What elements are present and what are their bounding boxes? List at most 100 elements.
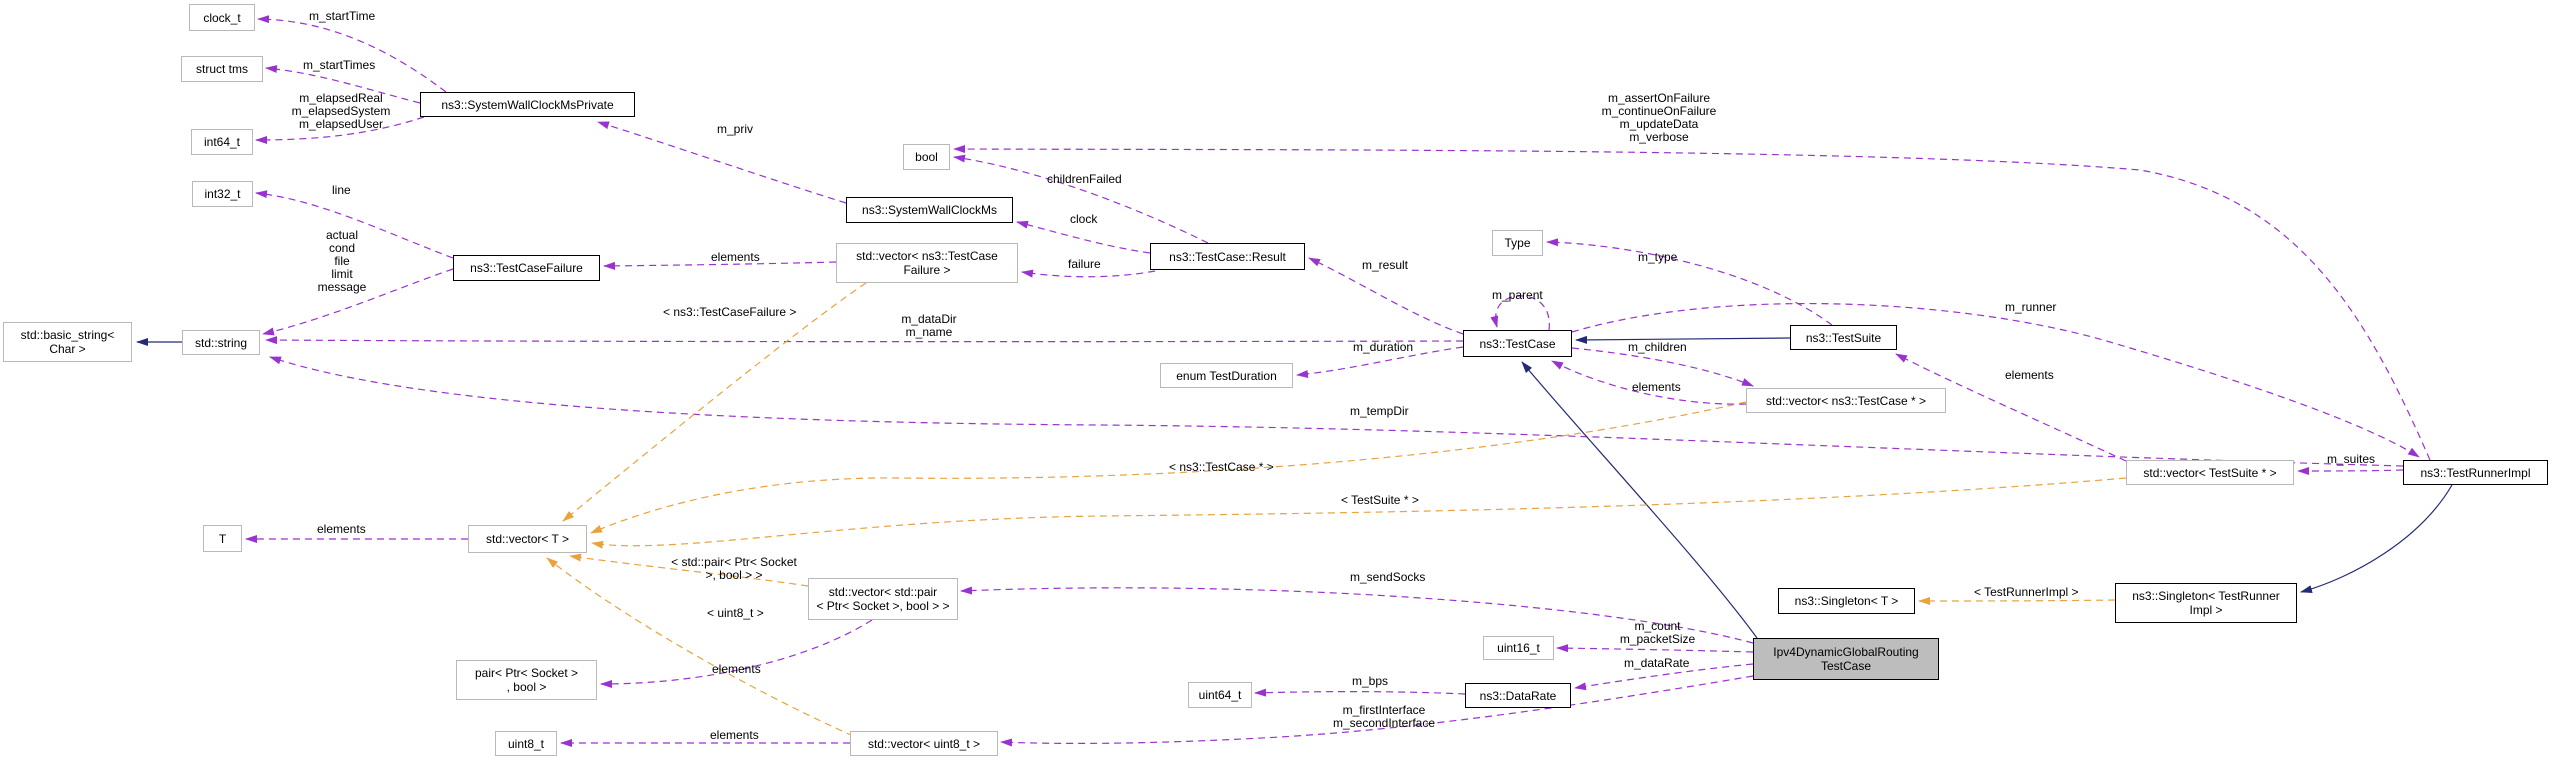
edge-template-uint8: [546, 557, 854, 737]
edge-m-type: [1546, 238, 1833, 326]
node-system-wall-clock-ms[interactable]: ns3::SystemWallClockMs: [846, 197, 1013, 223]
node-singleton-t[interactable]: ns3::Singleton< T >: [1778, 588, 1915, 614]
node-std-basic-string[interactable]: std::basic_string< Char >: [3, 322, 132, 362]
edge-m-dataDir-m-name: [265, 336, 1464, 345]
label-test-case-failure-fields: actual cond file limit message: [317, 228, 367, 294]
node-struct-tms[interactable]: struct tms: [181, 56, 263, 82]
node-test-case-result[interactable]: ns3::TestCase::Result: [1150, 243, 1305, 270]
node-clock-t[interactable]: clock_t: [189, 4, 255, 31]
label-m-startTime: m_startTime: [309, 9, 376, 23]
node-singleton-test-runner-impl[interactable]: ns3::Singleton< TestRunner Impl >: [2115, 583, 2297, 623]
edge-m-result: [1308, 257, 1464, 335]
label-m-parent: m_parent: [1492, 288, 1543, 302]
label-m-dataDir-m-name: m_dataDir m_name: [901, 312, 957, 339]
node-uint64-t[interactable]: uint64_t: [1188, 682, 1252, 708]
label-line: line: [332, 183, 351, 197]
node-test-case-failure[interactable]: ns3::TestCaseFailure: [453, 255, 600, 281]
node-vector-pair-socket-bool[interactable]: std::vector< std::pair < Ptr< Socket >, …: [808, 578, 958, 620]
edge-m-suites: [2297, 466, 2404, 475]
label-m-priv: m_priv: [717, 122, 754, 136]
label-m-children: m_children: [1628, 340, 1687, 354]
label-failure: failure: [1068, 257, 1101, 271]
node-uint8-t[interactable]: uint8_t: [495, 731, 557, 756]
edge-m-tempDir: [269, 356, 2404, 467]
node-vector-test-case-failure[interactable]: std::vector< ns3::TestCase Failure >: [836, 243, 1018, 283]
edge-clock: [1016, 220, 1151, 254]
label-elements-test-case-failure: elements: [711, 250, 760, 264]
edge-m-elapsed: [255, 116, 425, 144]
edge-m-priv: [597, 121, 847, 204]
label-template-test-suite-ptr: < TestSuite * >: [1341, 493, 1419, 507]
label-template-test-case-failure: < ns3::TestCaseFailure >: [663, 305, 797, 319]
edge-m-interfaces: [1000, 675, 1754, 747]
edge-inherit-test-runner-impl: [2300, 484, 2453, 593]
node-bool[interactable]: bool: [903, 144, 950, 170]
edge-elements-suites: [1895, 353, 2127, 462]
edge-m-sendSocks: [960, 586, 1754, 644]
label-m-sendSocks: m_sendSocks: [1350, 570, 1426, 584]
label-m-runner: m_runner: [2005, 300, 2057, 314]
node-t[interactable]: T: [203, 525, 242, 552]
node-uint16-t[interactable]: uint16_t: [1483, 636, 1554, 660]
edge-m-dataRate: [1574, 663, 1754, 691]
node-vector-t[interactable]: std::vector< T >: [468, 525, 587, 553]
edge-elements-children: [1551, 360, 1747, 405]
edge-m-bps: [1254, 688, 1466, 697]
label-m-type: m_type: [1638, 250, 1678, 264]
label-template-pair: < std::pair< Ptr< Socket >, bool > >: [671, 555, 797, 582]
node-type[interactable]: Type: [1492, 230, 1543, 256]
edge-template-test-runner-impl: [1918, 596, 2116, 605]
node-enum-test-duration[interactable]: enum TestDuration: [1160, 363, 1293, 388]
label-childrenFailed: childrenFailed: [1047, 172, 1122, 186]
label-elements-suites: elements: [2005, 368, 2054, 382]
node-pair-socket-bool[interactable]: pair< Ptr< Socket > , bool >: [456, 660, 597, 700]
node-test-suite[interactable]: ns3::TestSuite: [1790, 325, 1897, 350]
edge-template-pair: [569, 553, 809, 587]
label-m-dataRate: m_dataRate: [1624, 656, 1690, 670]
edge-elements-pair: [600, 619, 873, 688]
node-system-wall-clock-ms-private[interactable]: ns3::SystemWallClockMsPrivate: [420, 92, 635, 117]
label-template-test-runner-impl: < TestRunnerImpl >: [1974, 585, 2079, 599]
label-elements-uint8: elements: [710, 728, 759, 742]
edge-failure: [1021, 269, 1156, 278]
edge-test-case-failure-strings: [262, 268, 454, 336]
edge-template-test-suite-ptr: [591, 477, 2127, 549]
node-test-runner-impl[interactable]: ns3::TestRunnerImpl: [2403, 460, 2548, 485]
node-std-string[interactable]: std::string: [182, 330, 260, 355]
edge-m-runner: [1571, 303, 2420, 458]
label-m-elapsed: m_elapsedReal m_elapsedSystem m_elapsedU…: [291, 91, 391, 131]
edge-m-duration: [1296, 346, 1464, 378]
edge-template-test-case-failure: [562, 282, 867, 522]
node-data-rate[interactable]: ns3::DataRate: [1465, 683, 1571, 708]
edge-m-count-m-packetSize: [1556, 644, 1754, 653]
label-elements-children: elements: [1632, 380, 1681, 394]
node-test-case[interactable]: ns3::TestCase: [1463, 330, 1572, 357]
label-m-interfaces: m_firstInterface m_secondInterface: [1332, 703, 1436, 730]
label-m-result: m_result: [1362, 258, 1409, 272]
label-elements-pair: elements: [712, 662, 761, 676]
label-clock: clock: [1070, 212, 1098, 226]
edge-inherit-ipv4-test-case: [1521, 361, 1758, 639]
edge-elements-test-case-failure: [603, 261, 837, 270]
node-vector-test-case-ptr[interactable]: std::vector< ns3::TestCase * >: [1746, 388, 1946, 413]
label-m-bps: m_bps: [1352, 674, 1389, 688]
node-int32-t[interactable]: int32_t: [192, 181, 253, 207]
edge-m-children: [1571, 347, 1754, 387]
node-vector-uint8-t[interactable]: std::vector< uint8_t >: [850, 731, 998, 756]
node-ipv4-dynamic-global-routing-test-case[interactable]: Ipv4DynamicGlobalRouting TestCase: [1753, 638, 1939, 680]
node-int64-t[interactable]: int64_t: [191, 129, 253, 155]
label-m-tempDir: m_tempDir: [1350, 404, 1409, 418]
node-vector-test-suite-ptr[interactable]: std::vector< TestSuite * >: [2126, 460, 2294, 485]
edge-m-startTime: [257, 15, 447, 93]
label-m-startTimes: m_startTimes: [303, 58, 376, 72]
label-test-runner-flags: m_assertOnFailure m_continueOnFailure m_…: [1601, 91, 1717, 144]
edge-line: [255, 190, 454, 259]
edge-m-parent: [1490, 295, 1550, 331]
label-template-uint8: < uint8_t >: [707, 606, 764, 620]
edge-test-runner-flags: [953, 145, 2431, 461]
label-elements-t: elements: [317, 522, 366, 536]
label-m-suites: m_suites: [2327, 452, 2376, 466]
edge-inherit-test-suite: [1575, 335, 1791, 344]
